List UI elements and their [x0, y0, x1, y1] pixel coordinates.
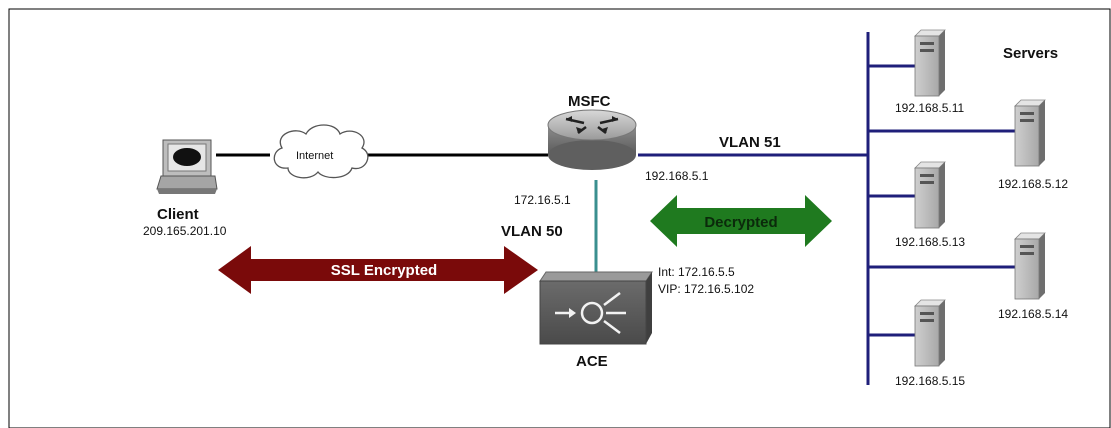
ssl-arrow	[218, 246, 538, 294]
client-label: Client	[157, 206, 199, 223]
server-icon	[1014, 99, 1046, 167]
decrypted-arrow	[650, 195, 832, 247]
server-ip-label: 192.168.5.15	[895, 374, 965, 388]
server-ip-label: 192.168.5.14	[998, 307, 1068, 321]
msfc-ip-vlan51: 192.168.5.1	[645, 169, 709, 183]
server-icon	[914, 299, 946, 367]
vlan50-label: VLAN 50	[501, 223, 563, 240]
ace-label: ACE	[576, 353, 608, 370]
ssl-arrow-label: SSL Encrypted	[331, 262, 437, 279]
msfc-label: MSFC	[568, 93, 611, 110]
servers-label: Servers	[1003, 45, 1058, 62]
decrypted-arrow-label: Decrypted	[704, 214, 777, 231]
server-icon	[914, 161, 946, 229]
diagram-frame	[8, 8, 1111, 428]
client-ip-label: 209.165.201.10	[143, 224, 227, 238]
internet-cloud-icon	[273, 124, 369, 179]
server-icon	[1014, 232, 1046, 300]
msfc-ip-vlan50: 172.16.5.1	[514, 193, 571, 207]
router-icon	[547, 109, 637, 170]
ace-int-ip: Int: 172.16.5.5	[658, 265, 735, 279]
client-pc-icon	[156, 139, 218, 194]
ace-module-icon	[539, 271, 653, 345]
server-ip-label: 192.168.5.11	[895, 101, 965, 115]
server-ip-label: 192.168.5.12	[998, 177, 1068, 191]
internet-label: Internet	[296, 150, 333, 162]
vlan51-label: VLAN 51	[719, 134, 781, 151]
ace-vip: VIP: 172.16.5.102	[658, 282, 754, 296]
server-ip-label: 192.168.5.13	[895, 235, 965, 249]
server-icon	[914, 29, 946, 97]
